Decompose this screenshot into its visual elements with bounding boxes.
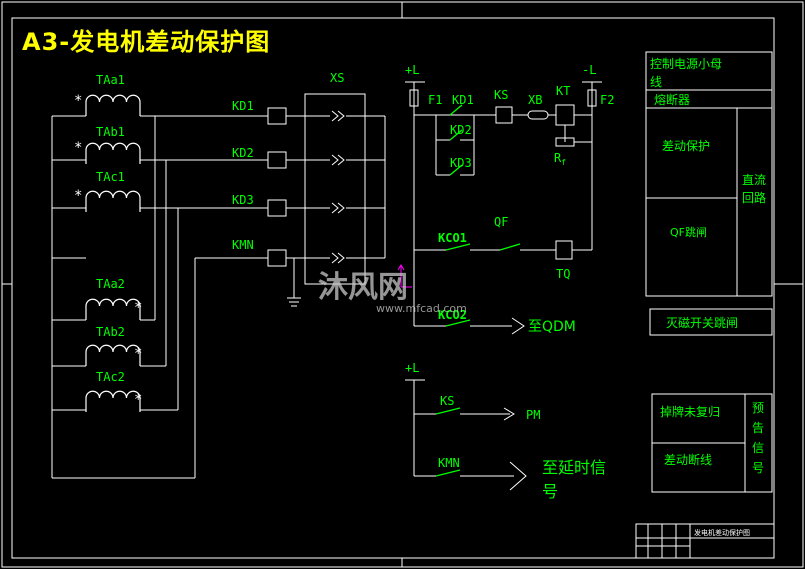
star-mark: * <box>134 300 142 316</box>
label-pm: PM <box>526 408 540 422</box>
label-ctrl-bus-2: 线 <box>650 75 662 89</box>
cursor-mark <box>397 264 412 288</box>
label-kd2: KD2 <box>232 146 254 160</box>
star-mark: * <box>74 93 82 109</box>
polarity-marks: * * * * * * <box>74 93 142 408</box>
label-kd3: KD3 <box>232 193 254 207</box>
signal-contacts <box>435 407 461 477</box>
label-tab2: TAb2 <box>96 325 125 339</box>
label-diff-break: 差动断线 <box>664 452 712 467</box>
label-plus-l-signal: +L <box>405 361 419 375</box>
relay-labels: KD1 KD2 KD3 KMN XS <box>232 71 344 252</box>
label-tac1: TAc1 <box>96 170 125 184</box>
star-mark: * <box>74 188 82 204</box>
label-warn-2: 告 <box>752 421 764 435</box>
ct-coil <box>85 94 141 103</box>
watermark-url: www.mfcad.com <box>376 302 467 315</box>
star-mark: * <box>134 392 142 408</box>
dc-labels: +L -L F1 F2 KD1 KD2 KD3 KS XB KT Rf KCO1… <box>405 63 614 335</box>
label-warn-4: 号 <box>752 461 764 475</box>
signal-labels: +L KS PM KMN 至延时信 号 <box>405 361 606 501</box>
label-kd3-contact: KD3 <box>450 156 472 170</box>
label-taa2: TAa2 <box>96 277 125 291</box>
dc-trip-circuit <box>405 81 602 335</box>
label-tac2: TAc2 <box>96 370 125 384</box>
label-dc-1: 直流 <box>742 173 766 187</box>
dc-contacts <box>445 104 521 327</box>
label-ks: KS <box>494 88 508 102</box>
label-diff-protect: 差动保护 <box>662 139 710 153</box>
label-f1: F1 <box>428 93 442 107</box>
right-tables <box>635 51 775 559</box>
label-to-qdm: 至QDM <box>528 319 576 335</box>
label-rf: Rf <box>554 151 566 167</box>
label-taa1: TAa1 <box>96 73 125 87</box>
label-kco1: KCO1 <box>438 231 467 245</box>
label-warn-3: 信 <box>752 441 764 455</box>
page-title: A3-发电机差动保护图 <box>22 28 271 56</box>
label-to-delay-2: 号 <box>542 482 558 501</box>
label-kd2-contact: KD2 <box>450 123 472 137</box>
label-xb: XB <box>528 93 542 107</box>
label-qf-trip: QF跳闸 <box>670 225 707 239</box>
label-kt: KT <box>556 84 570 98</box>
signal-circuit <box>405 379 527 491</box>
label-qf: QF <box>494 215 508 229</box>
watermark-text: 沐风网 <box>318 270 408 305</box>
label-f2: F2 <box>600 93 614 107</box>
title-block-label: 发电机差动保护图 <box>694 528 750 537</box>
ct-coil <box>85 298 141 307</box>
label-minus-l: -L <box>582 63 596 77</box>
ct-coil <box>85 390 141 399</box>
label-tq: TQ <box>556 267 570 281</box>
label-field-trip: 灭磁开关跳闸 <box>666 315 738 330</box>
ct-coil <box>85 190 141 199</box>
right-table-labels: 控制电源小母 线 熔断器 差动保护 QF跳闸 直流 回路 灭磁开关跳闸 掉牌未复… <box>650 57 766 537</box>
ct-coils <box>85 94 141 412</box>
label-to-delay: 至延时信 <box>542 458 606 477</box>
star-mark: * <box>134 346 142 362</box>
label-fuse: 熔断器 <box>654 92 690 107</box>
watermark: 沐风网 www.mfcad.com <box>318 262 467 315</box>
ct-network <box>51 93 386 479</box>
star-mark: * <box>74 140 82 156</box>
label-kco2: KCO2 <box>438 308 467 322</box>
ct-coil <box>85 344 141 353</box>
label-kmn-signal: KMN <box>438 456 460 470</box>
label-kmn: KMN <box>232 238 254 252</box>
label-kd1: KD1 <box>232 99 254 113</box>
label-dc-2: 回路 <box>742 190 766 205</box>
label-flag-not-reset: 掉牌未复归 <box>660 405 720 419</box>
label-plus-l: +L <box>405 63 419 77</box>
label-ctrl-bus: 控制电源小母 <box>650 57 722 71</box>
label-xs: XS <box>330 71 344 85</box>
label-ks-signal: KS <box>440 394 454 408</box>
label-tab1: TAb1 <box>96 125 125 139</box>
label-kd1-contact: KD1 <box>452 93 474 107</box>
label-warn-1: 预 <box>752 401 764 415</box>
ct-coil <box>85 142 141 151</box>
ct-labels: TAa1 TAb1 TAc1 TAa2 TAb2 TAc2 <box>96 73 125 384</box>
